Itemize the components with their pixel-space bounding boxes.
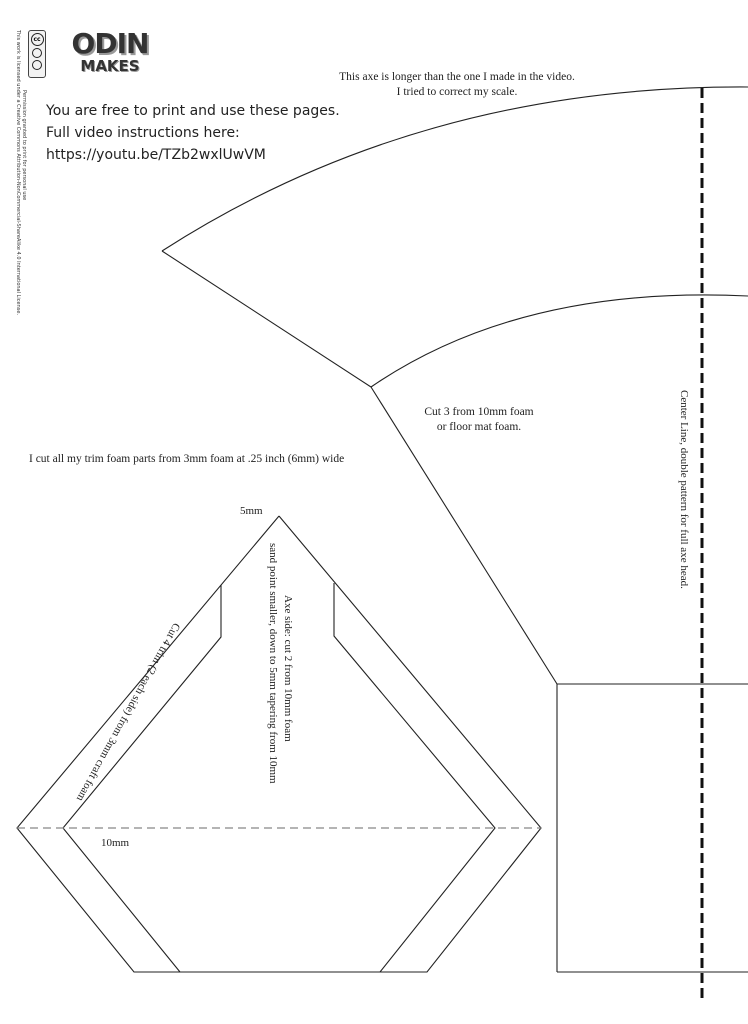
scale-note-line-1: This axe is longer than the one I made i…: [339, 71, 575, 83]
cc-icon: cc: [30, 33, 44, 46]
intro-line-1: You are free to print and use these page…: [46, 103, 340, 119]
cut-blade-line-1: Cut 3 from 10mm foam: [424, 406, 534, 418]
blade-outer-curve: [161, 86, 748, 252]
intro-line-2: Full video instructions here:: [46, 125, 240, 141]
logo-bottom: MAKES: [80, 57, 140, 75]
blade-inner-curve: [370, 294, 748, 388]
scale-note: This axe is longer than the one I made i…: [327, 70, 587, 100]
blade-tip-edge: [161, 250, 372, 388]
nc-icon: [32, 60, 42, 70]
logo-top: ODIN: [71, 27, 150, 60]
cut-blade-note: Cut 3 from 10mm foam or floor mat foam.: [424, 405, 534, 435]
odin-makes-logo: ODIN MAKES: [70, 27, 150, 75]
by-icon: [32, 48, 42, 58]
cut-blade-line-2: or floor mat foam.: [436, 421, 522, 433]
tip-label: 5mm: [240, 505, 263, 517]
axe-side-outline: [16, 515, 542, 973]
trim-right-strip: [333, 583, 496, 973]
cc-license-badge: cc: [28, 30, 46, 78]
base-label: 10mm: [101, 837, 130, 849]
intro-text: You are free to print and use these page…: [46, 100, 340, 166]
axe-side-note-1: Axe side: cut 2 from 10mm foam: [282, 595, 294, 742]
blade-lower-edge: [370, 386, 558, 685]
license-permission: Permission granted to print for personal…: [21, 90, 27, 201]
center-line-label: Center Line, double pattern for full axe…: [678, 390, 690, 589]
scale-note-line-2: I tried to correct my scale.: [396, 86, 518, 98]
video-link[interactable]: https://youtu.be/TZb2wxlUwVM: [46, 147, 266, 163]
license-text: This work is licensed under a Creative C…: [15, 30, 21, 316]
axe-side-note-2: sand point smaller, down to 5mm tapering…: [267, 543, 279, 784]
trim-left-strip: [62, 585, 222, 973]
trim-note: I cut all my trim foam parts from 3mm fo…: [29, 453, 345, 465]
